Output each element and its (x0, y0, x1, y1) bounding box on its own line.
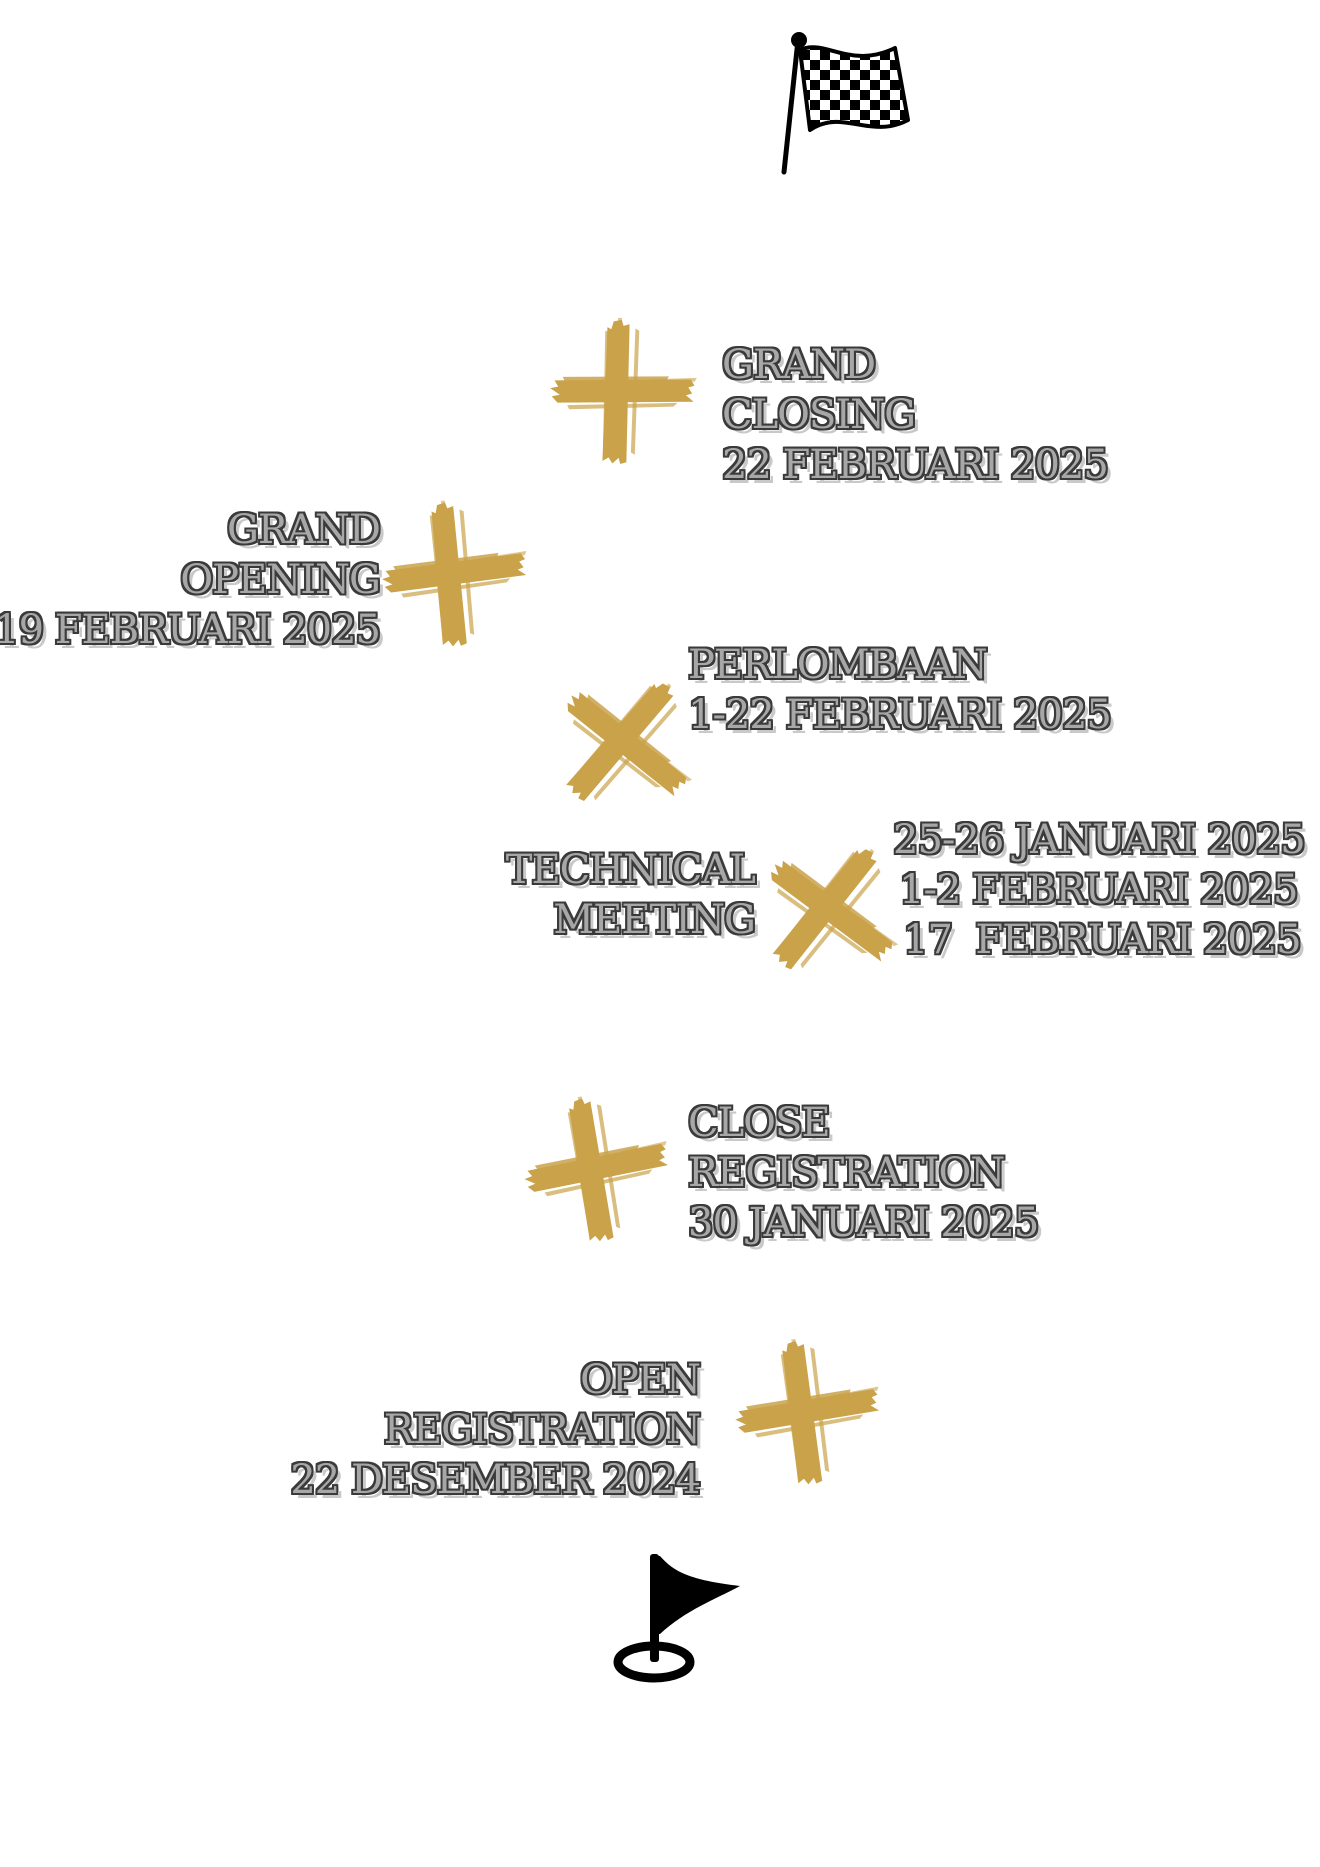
technical-meeting-date-2: 1-2 FEBRUARI 2025 (899, 867, 1298, 913)
technical-meeting-date-1: 25-26 JANUARI 2025 (893, 817, 1306, 863)
grand-closing-title-1: GRAND (722, 342, 876, 388)
technical-meeting-label: TECHNICAL MEETING (505, 845, 756, 945)
grand-opening-label: GRAND OPENING 19 FEBRUARI 2025 (0, 505, 381, 655)
grand-opening-date: 19 FEBRUARI 2025 (0, 607, 381, 653)
close-registration-title-2: REGISTRATION (688, 1150, 1005, 1196)
open-registration-date: 22 DESEMBER 2024 (290, 1457, 701, 1503)
open-registration-label: OPEN REGISTRATION 22 DESEMBER 2024 (290, 1355, 701, 1505)
grand-closing-date: 22 FEBRUARI 2025 (722, 442, 1109, 488)
perlombaan-label: PERLOMBAAN 1-22 FEBRUARI 2025 (688, 640, 1112, 740)
close-registration-label: CLOSE REGISTRATION 30 JANUARI 2025 (688, 1098, 1039, 1248)
grand-closing-title-2: CLOSING (722, 392, 916, 438)
grand-opening-title-1: GRAND (226, 507, 381, 553)
technical-meeting-title-1: TECHNICAL (505, 847, 756, 893)
grand-opening-title-2: OPENING (180, 557, 381, 603)
technical-meeting-dates: 25-26 JANUARI 2025 1-2 FEBRUARI 2025 17 … (893, 815, 1306, 965)
technical-meeting-date-3: 17 FEBRUARI 2025 (903, 917, 1302, 963)
perlombaan-date: 1-22 FEBRUARI 2025 (688, 692, 1112, 738)
technical-meeting-title-2: MEETING (553, 897, 756, 943)
grand-opening-marker (375, 495, 535, 655)
close-registration-title-1: CLOSE (688, 1100, 831, 1146)
close-registration-date: 30 JANUARI 2025 (688, 1200, 1039, 1246)
close-registration-marker (512, 1085, 681, 1254)
golf-hole-flag-icon (613, 1554, 740, 1683)
open-registration-title-2: REGISTRATION (383, 1407, 701, 1453)
grand-closing-marker (544, 314, 702, 472)
checkered-flag-icon (781, 32, 910, 175)
grand-closing-label: GRAND CLOSING 22 FEBRUARI 2025 (722, 340, 1109, 490)
open-registration-marker (726, 1331, 891, 1496)
perlombaan-title: PERLOMBAAN (688, 642, 988, 688)
open-registration-title-1: OPEN (580, 1357, 701, 1403)
